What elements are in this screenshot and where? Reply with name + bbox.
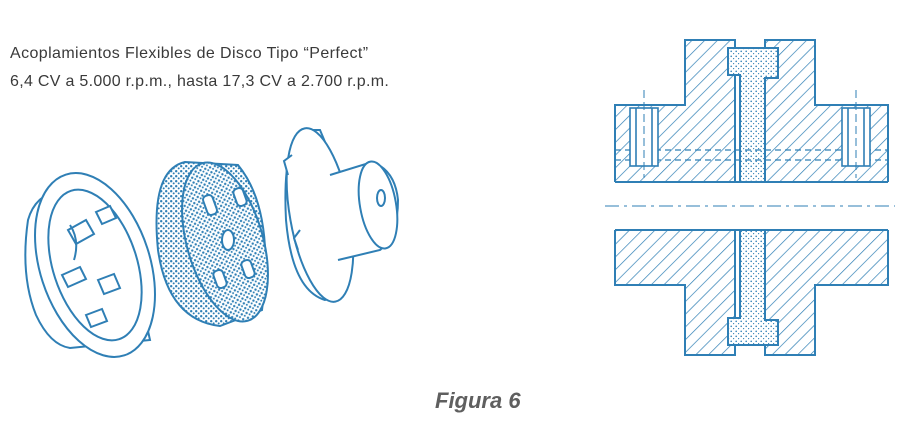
exploded-view bbox=[24, 127, 400, 358]
left-hub bbox=[24, 172, 156, 358]
caption-specs: 6,4 CV a 5.000 r.p.m., hasta 17,3 CV a 2… bbox=[10, 73, 390, 90]
figure-label: Figura 6 bbox=[435, 388, 521, 413]
right-hub bbox=[282, 127, 400, 303]
cross-section-diagram bbox=[605, 39, 895, 356]
bolt-hole-left bbox=[629, 90, 659, 178]
caption: Acoplamientos Flexibles de Disco Tipo “P… bbox=[10, 42, 389, 94]
rubber-disc bbox=[155, 160, 269, 328]
bolt-hole-right bbox=[841, 90, 871, 178]
caption-title: Acoplamientos Flexibles de Disco Tipo “P… bbox=[10, 45, 369, 62]
